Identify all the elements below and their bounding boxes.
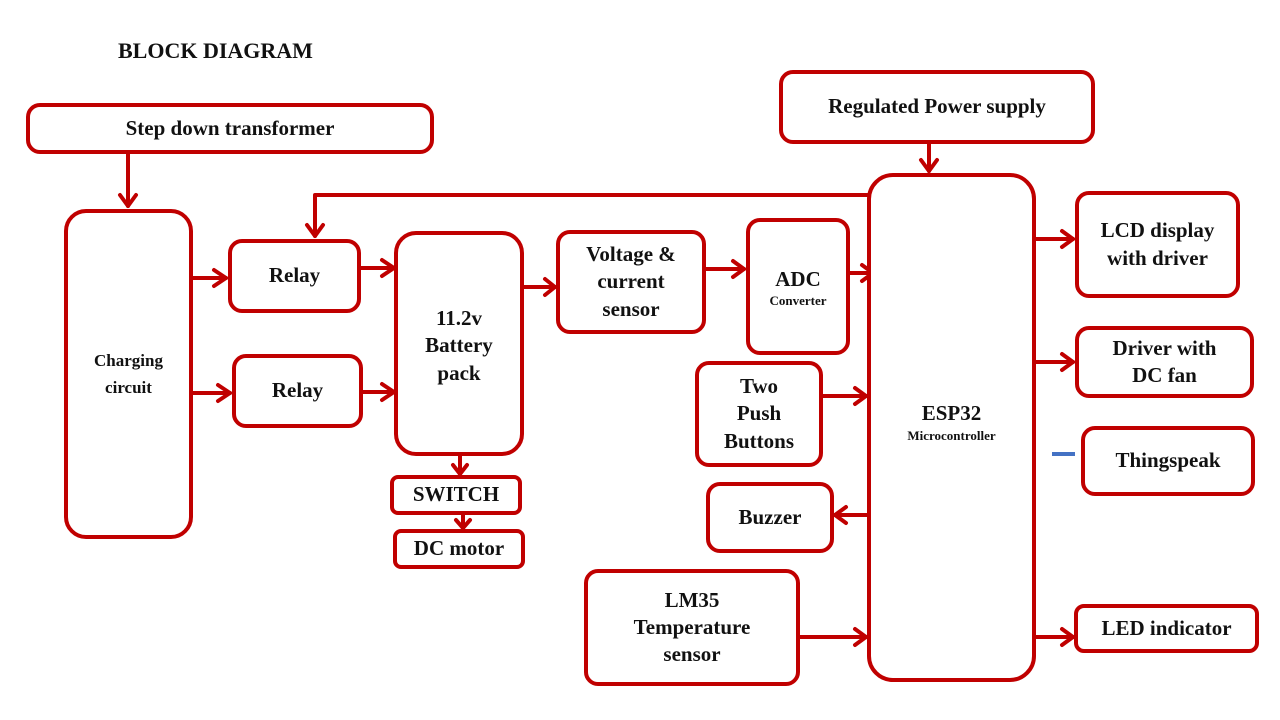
step-down-transformer-label: Step down transformer <box>125 115 335 140</box>
switch-label: SWITCH <box>412 482 500 507</box>
diagram-title: BLOCK DIAGRAM <box>118 38 313 63</box>
block-esp32: ESP32 Microcontroller <box>867 173 1036 682</box>
thingspeak-label: Thingspeak <box>1115 448 1221 473</box>
block-voltage-current-sensor: Voltage & current sensor <box>556 230 706 334</box>
block-battery-pack: 11.2v Battery pack <box>394 231 524 456</box>
block-thingspeak: Thingspeak <box>1081 426 1255 496</box>
block-relay-top: Relay <box>228 239 361 313</box>
led-indicator-label: LED indicator <box>1101 615 1232 640</box>
arrow-esp32-to-fan <box>1033 352 1075 372</box>
sensor-line1: Voltage & <box>586 242 676 267</box>
arrow-charging-to-relay-bottom <box>191 383 232 403</box>
arrow-relay-bottom-to-battery <box>360 382 396 402</box>
block-led-indicator: LED indicator <box>1074 604 1259 653</box>
block-driver-dc-fan: Driver with DC fan <box>1075 326 1254 398</box>
arrow-relay-top-to-battery <box>358 258 396 278</box>
fan-line1: Driver with <box>1112 335 1217 360</box>
battery-line3: pack <box>437 360 481 385</box>
sensor-line2: current <box>597 269 665 294</box>
esp32-label: ESP32 <box>921 401 982 426</box>
arrow-esp32-to-lcd <box>1033 229 1075 249</box>
relay-bottom-label: Relay <box>271 378 324 403</box>
sensor-line3: sensor <box>602 296 660 321</box>
lm35-line3: sensor <box>663 642 721 667</box>
buttons-line3: Buttons <box>723 428 795 453</box>
arrow-transformer-to-charging <box>118 151 138 208</box>
regulated-power-supply-label: Regulated Power supply <box>828 94 1046 119</box>
charging-line2: circuit <box>105 378 152 397</box>
arrow-esp32-to-buzzer <box>833 505 871 525</box>
arrow-charging-to-relay-top <box>190 268 228 288</box>
arrow-lm35-to-esp32 <box>791 627 868 647</box>
arrow-power-to-esp32 <box>919 141 939 173</box>
block-step-down-transformer: Step down transformer <box>26 103 434 154</box>
buzzer-label: Buzzer <box>738 504 802 529</box>
lm35-line2: Temperature <box>633 614 751 639</box>
buttons-line1: Two <box>739 374 779 399</box>
arrow-esp32-to-led <box>1033 627 1075 647</box>
arrow-buttons-to-esp32 <box>820 386 868 406</box>
block-adc-converter: ADC Converter <box>746 218 850 355</box>
lm35-line1: LM35 <box>664 587 720 612</box>
adc-sublabel: Converter <box>769 293 827 309</box>
block-dc-motor: DC motor <box>393 529 525 569</box>
adc-label: ADC <box>775 267 821 291</box>
arrow-battery-to-sensor <box>521 277 557 297</box>
dc-motor-label: DC motor <box>413 536 505 561</box>
lcd-line2: with driver <box>1107 245 1208 270</box>
arrow-esp32-to-relay-top <box>305 193 871 238</box>
block-relay-bottom: Relay <box>232 354 363 428</box>
arrow-sensor-to-adc <box>703 259 746 279</box>
fan-line2: DC fan <box>1132 363 1197 387</box>
battery-line2: Battery <box>425 333 493 358</box>
battery-line1: 11.2v <box>435 306 483 330</box>
buttons-line2: Push <box>736 401 782 426</box>
block-push-buttons: Two Push Buttons <box>695 361 823 467</box>
block-switch: SWITCH <box>390 475 522 515</box>
arrow-switch-to-motor <box>454 511 472 530</box>
arrow-battery-to-switch <box>451 453 469 476</box>
lcd-line1: LCD display <box>1100 218 1215 243</box>
block-regulated-power-supply: Regulated Power supply <box>779 70 1095 144</box>
block-lm35-sensor: LM35 Temperature sensor <box>584 569 800 686</box>
block-charging-circuit: Charging circuit <box>64 209 193 539</box>
charging-line1: Charging <box>94 350 163 370</box>
block-buzzer: Buzzer <box>706 482 834 553</box>
esp32-sublabel: Microcontroller <box>907 427 996 443</box>
block-lcd-display: LCD display with driver <box>1075 191 1240 298</box>
relay-top-label: Relay <box>268 263 321 288</box>
